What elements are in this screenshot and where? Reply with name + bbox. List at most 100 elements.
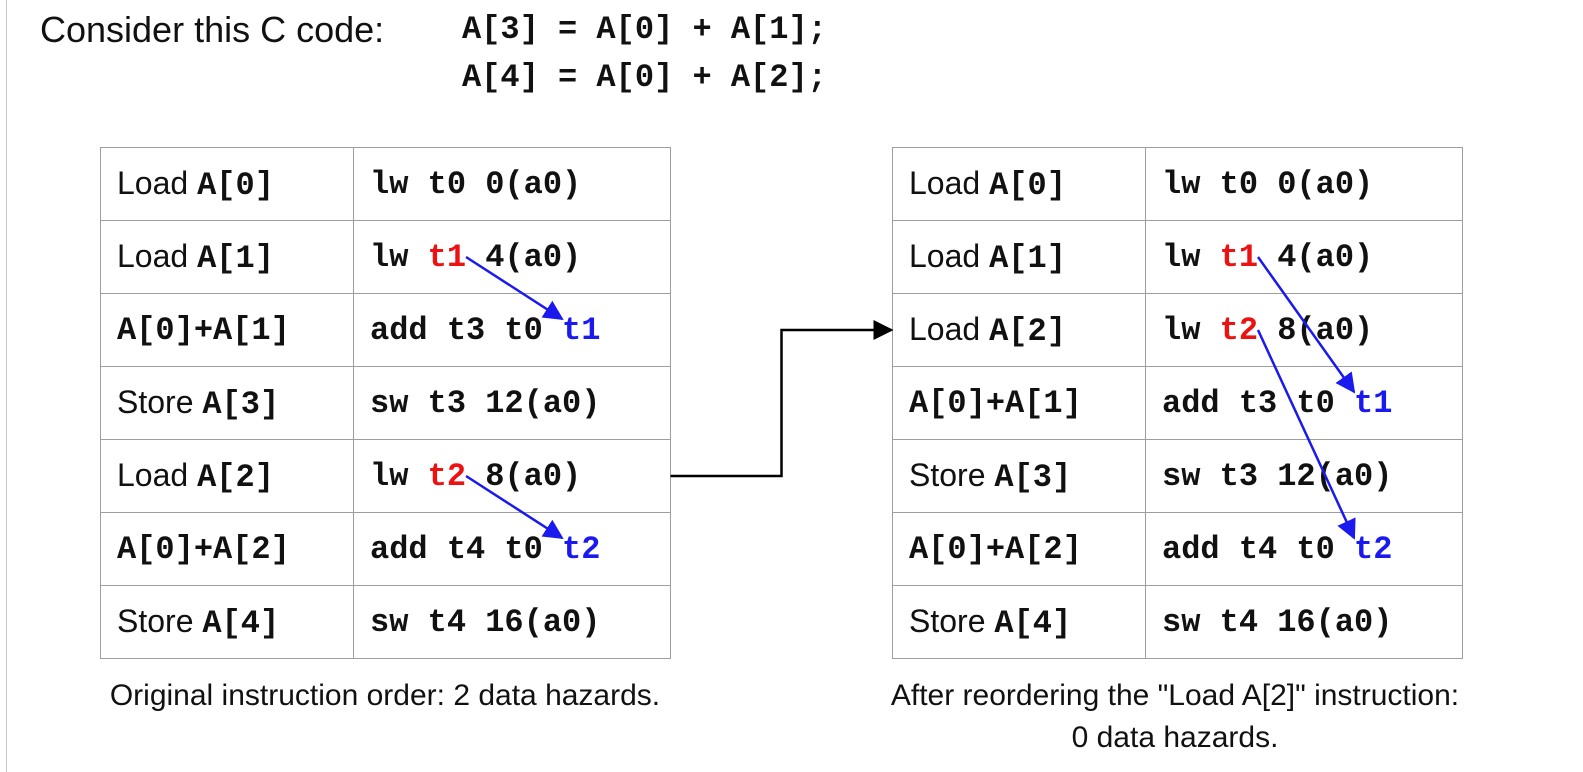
row-description: Store A[3] xyxy=(100,366,354,440)
row-assembly: sw t3 12(a0) xyxy=(1145,439,1463,513)
c-code-line-2: A[4] = A[0] + A[2]; xyxy=(462,59,827,96)
dependency-arrow xyxy=(465,474,564,539)
table-row: Load A[1] lw t1 4(a0) xyxy=(892,220,1463,294)
row-description: A[0]+A[1] xyxy=(892,366,1146,440)
desc-code: A[3] xyxy=(994,458,1072,496)
asm-text: add t3 t0 xyxy=(1162,384,1355,422)
table-row: A[0]+A[2] add t4 t0 t2 xyxy=(892,512,1463,586)
table-row: Load A[2] lw t2 8(a0) xyxy=(100,439,671,513)
desc-text: Load xyxy=(909,310,990,347)
row-assembly: sw t3 12(a0) xyxy=(353,366,671,440)
hazard-source-register: t1 xyxy=(427,238,467,276)
desc-code: A[4] xyxy=(202,604,280,642)
desc-code: A[2] xyxy=(989,312,1066,350)
asm-text: sw t3 12(a0) xyxy=(1162,457,1393,495)
row-description: Load A[0] xyxy=(892,147,1146,221)
table-row: Load A[0] lw t0 0(a0) xyxy=(892,147,1463,221)
asm-text: sw t4 16(a0) xyxy=(370,603,601,641)
row-description: Load A[1] xyxy=(892,220,1146,294)
table-row: Load A[0] lw t0 0(a0) xyxy=(100,147,671,221)
intro-text: Consider this C code: xyxy=(40,9,385,50)
asm-text: lw xyxy=(370,238,428,276)
row-assembly: sw t4 16(a0) xyxy=(1145,585,1463,659)
asm-text: lw xyxy=(1162,311,1220,349)
hazard-source-register: t1 xyxy=(1219,238,1259,276)
row-assembly: sw t4 16(a0) xyxy=(353,585,671,659)
row-description: A[0]+A[2] xyxy=(100,512,354,586)
desc-text: Store xyxy=(909,456,995,493)
desc-code: A[1] xyxy=(197,239,274,277)
row-assembly: lw t0 0(a0) xyxy=(1145,147,1463,221)
table-row: Store A[3] sw t3 12(a0) xyxy=(892,439,1463,513)
desc-code: A[4] xyxy=(994,604,1072,642)
desc-text: Load xyxy=(909,237,990,274)
desc-text: Load xyxy=(909,164,990,201)
table-row: Store A[4] sw t4 16(a0) xyxy=(100,585,671,659)
desc-code: A[0]+A[1] xyxy=(117,311,290,349)
dependency-arrow xyxy=(1256,256,1356,394)
row-description: Store A[3] xyxy=(892,439,1146,513)
desc-code: A[0]+A[1] xyxy=(909,384,1082,422)
hazard-use-register: t1 xyxy=(562,311,601,349)
desc-text: Load xyxy=(117,237,198,274)
left-border xyxy=(6,0,7,772)
original-order-caption: Original instruction order: 2 data hazar… xyxy=(109,679,661,712)
dependency-arrow xyxy=(1256,329,1356,540)
asm-text: lw xyxy=(370,457,428,495)
table-row: Load A[2] lw t2 8(a0) xyxy=(892,293,1463,367)
desc-text: Store xyxy=(909,602,995,639)
desc-text: Store xyxy=(117,602,203,639)
row-assembly: lw t0 0(a0) xyxy=(353,147,671,221)
desc-code: A[0]+A[2] xyxy=(117,530,290,568)
row-assembly: lw t1 4(a0) xyxy=(1145,220,1463,294)
reordered-caption: After reordering the "Load A[2]" instruc… xyxy=(820,675,1530,759)
desc-text: Store xyxy=(117,383,203,420)
desc-text: Load xyxy=(117,164,198,201)
c-code-line-1: A[3] = A[0] + A[1]; xyxy=(462,11,827,48)
row-description: Store A[4] xyxy=(892,585,1146,659)
desc-code: A[1] xyxy=(989,239,1066,277)
desc-code: A[3] xyxy=(202,385,280,423)
row-assembly: add t4 t0 t2 xyxy=(353,512,671,586)
desc-code: A[0] xyxy=(197,166,274,204)
hazard-source-register: t2 xyxy=(1219,311,1259,349)
row-description: Load A[2] xyxy=(892,293,1146,367)
table-row: A[0]+A[2] add t4 t0 t2 xyxy=(100,512,671,586)
asm-text: add t4 t0 xyxy=(1162,530,1355,568)
asm-text: 4(a0) xyxy=(466,238,582,276)
reorder-arrow xyxy=(670,320,894,478)
asm-text: 4(a0) xyxy=(1258,238,1374,276)
asm-text: 8(a0) xyxy=(466,457,582,495)
asm-text: lw xyxy=(1162,238,1220,276)
reordered-caption-line-2: 0 data hazards. xyxy=(1071,721,1279,754)
dependency-arrow xyxy=(465,255,564,320)
asm-text: 8(a0) xyxy=(1258,311,1374,349)
desc-text: Load xyxy=(117,456,198,493)
asm-text: lw t0 0(a0) xyxy=(1162,165,1374,203)
hazard-use-register: t1 xyxy=(1354,384,1393,422)
row-assembly: add t4 t0 t2 xyxy=(1145,512,1463,586)
reordered-caption-line-1: After reordering the "Load A[2]" instruc… xyxy=(890,679,1460,712)
desc-code: A[0]+A[2] xyxy=(909,530,1082,568)
row-assembly: lw t2 8(a0) xyxy=(1145,293,1463,367)
original-order-table: Load A[0] lw t0 0(a0) Load A[1] lw t1 4(… xyxy=(100,147,671,659)
asm-text: sw t3 12(a0) xyxy=(370,384,601,422)
asm-text: lw t0 0(a0) xyxy=(370,165,582,203)
row-description: A[0]+A[2] xyxy=(892,512,1146,586)
row-assembly: lw t1 4(a0) xyxy=(353,220,671,294)
hazard-source-register: t2 xyxy=(427,457,467,495)
asm-text: sw t4 16(a0) xyxy=(1162,603,1393,641)
table-row: Store A[4] sw t4 16(a0) xyxy=(892,585,1463,659)
hazard-use-register: t2 xyxy=(1354,530,1393,568)
desc-code: A[2] xyxy=(197,458,274,496)
asm-text: add t4 t0 xyxy=(370,530,563,568)
table-row: Load A[1] lw t1 4(a0) xyxy=(100,220,671,294)
hazard-arrows xyxy=(465,255,1356,540)
desc-code: A[0] xyxy=(989,166,1066,204)
table-row: Store A[3] sw t3 12(a0) xyxy=(100,366,671,440)
row-description: Store A[4] xyxy=(100,585,354,659)
row-assembly: add t3 t0 t1 xyxy=(353,293,671,367)
row-description: Load A[1] xyxy=(100,220,354,294)
row-description: Load A[2] xyxy=(100,439,354,513)
row-assembly: lw t2 8(a0) xyxy=(353,439,671,513)
